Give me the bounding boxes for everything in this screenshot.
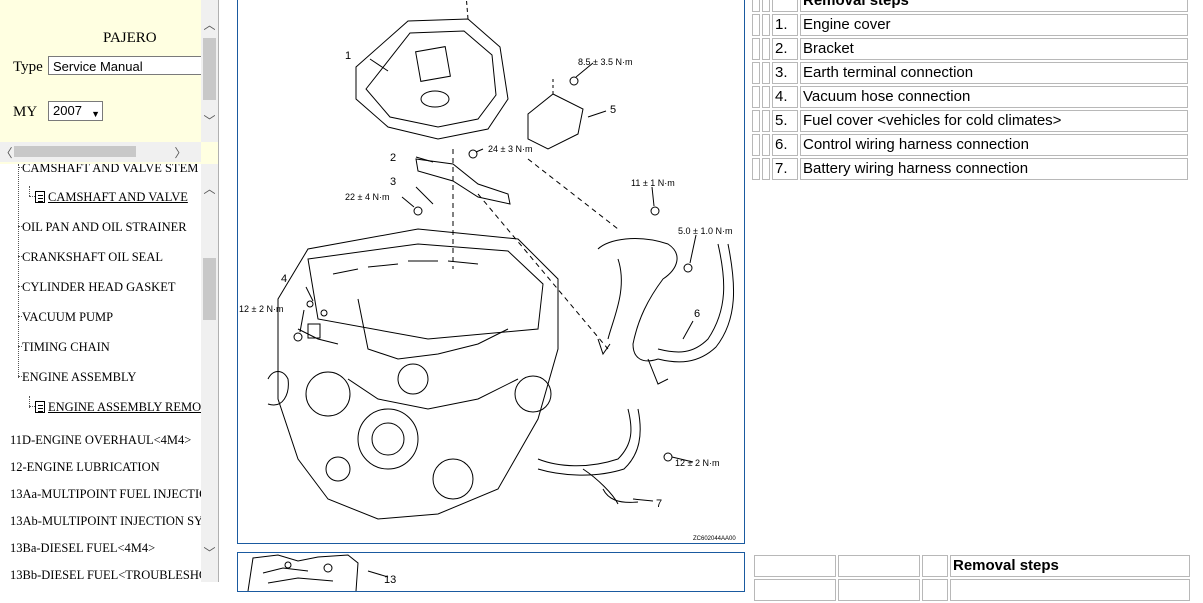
tree-group-engine-overhaul[interactable]: 11D-ENGINE OVERHAUL<4M4>	[10, 433, 192, 447]
tree-scroll-thumb[interactable]	[203, 258, 216, 320]
document-icon	[35, 401, 45, 413]
tree-item-camshaft-valve-stem[interactable]: CAMSHAFT AND VALVE STEM	[18, 164, 198, 176]
type-label: Type	[13, 59, 43, 75]
my-label: MY	[13, 104, 38, 120]
removal-steps-table-2: Removal steps	[752, 553, 1192, 603]
model-title: PAJERO	[103, 30, 157, 46]
step-number: 1.	[772, 14, 798, 36]
callout-4: 4	[281, 273, 287, 285]
removal-steps-header: Removal steps	[950, 555, 1190, 577]
torque-label: 5.0 ± 1.0 N·m	[678, 226, 732, 236]
callout-1: 1	[345, 50, 351, 62]
tree-item-timing-chain[interactable]: TIMING CHAIN	[18, 340, 110, 355]
scroll-left-icon[interactable]: 〈	[0, 146, 13, 160]
table-row: 4.Vacuum hose connection	[752, 86, 1188, 108]
figure-code: ZC602044AA00	[693, 536, 736, 542]
filter-vertical-scrollbar[interactable]: ︿ ﹀	[201, 0, 218, 142]
torque-label: 8.5 ± 3.5 N·m	[578, 57, 632, 67]
table-row: 2.Bracket	[752, 38, 1188, 60]
my-select[interactable]: 2007 ▼	[48, 101, 103, 121]
scroll-down-icon[interactable]: ﹀	[203, 114, 216, 128]
table-row: 6.Control wiring harness connection	[752, 134, 1188, 156]
scroll-down-icon[interactable]: ﹀	[203, 546, 216, 560]
chevron-down-icon: ▼	[91, 109, 100, 119]
table-row: 3.Earth terminal connection	[752, 62, 1188, 84]
table-row: 5.Fuel cover <vehicles for cold climates…	[752, 110, 1188, 132]
step-text: Fuel cover <vehicles for cold climates>	[800, 110, 1188, 132]
step-number: 4.	[772, 86, 798, 108]
removal-steps-table: Removal steps 1.Engine cover 2.Bracket 3…	[750, 0, 1190, 182]
callout-3: 3	[390, 176, 396, 188]
torque-label: 24 ± 3 N·m	[488, 144, 532, 154]
scroll-right-icon[interactable]: 〉	[174, 146, 187, 160]
second-illustration: 13	[247, 554, 396, 591]
step-text: Earth terminal connection	[800, 62, 1188, 84]
step-text: Control wiring harness connection	[800, 134, 1188, 156]
tree-item-vacuum-pump[interactable]: VACUUM PUMP	[18, 310, 113, 325]
tree-item-oil-pan[interactable]: OIL PAN AND OIL STRAINER	[18, 220, 187, 235]
filter-scroll-thumb[interactable]	[203, 38, 216, 100]
removal-steps-header: Removal steps	[800, 0, 1188, 12]
filter-horizontal-scrollbar[interactable]: 〈 〉	[0, 142, 201, 162]
filter-hscroll-thumb[interactable]	[14, 146, 136, 157]
tree-doc-engine-assembly-removal[interactable]: ENGINE ASSEMBLY REMO	[29, 400, 201, 415]
torque-label: 12 ± 2 N·m	[675, 458, 719, 468]
torque-label: 12 ± 2 N·m	[239, 304, 283, 314]
step-text: Engine cover	[800, 14, 1188, 36]
tree-doc-camshaft-valve[interactable]: CAMSHAFT AND VALVE	[29, 190, 188, 205]
step-text: Bracket	[800, 38, 1188, 60]
tree-item-engine-assembly[interactable]: ENGINE ASSEMBLY	[18, 370, 136, 385]
tree-item-cylinder-head-gasket[interactable]: CYLINDER HEAD GASKET	[18, 280, 175, 295]
second-diagram: 13	[237, 552, 745, 592]
callout-13: 13	[384, 574, 396, 586]
tree-group-diesel-fuel-troubleshooting[interactable]: 13Bb-DIESEL FUEL<TROUBLESHO	[10, 568, 208, 582]
callout-2: 2	[390, 152, 396, 164]
tree-group-engine-lubrication[interactable]: 12-ENGINE LUBRICATION	[10, 460, 160, 474]
tree-vertical-scrollbar[interactable]: ︿ ﹀	[201, 164, 218, 582]
type-field[interactable]: Service Manual	[48, 56, 208, 75]
tree-item-crankshaft-oil-seal[interactable]: CRANKSHAFT OIL SEAL	[18, 250, 163, 265]
step-text: Vacuum hose connection	[800, 86, 1188, 108]
scroll-up-icon[interactable]: ︿	[203, 182, 216, 196]
document-icon	[35, 191, 45, 203]
scroll-up-icon[interactable]: ︿	[203, 18, 216, 32]
step-number: 6.	[772, 134, 798, 156]
my-select-value: 2007	[53, 103, 82, 118]
table-row: 7.Battery wiring harness connection	[752, 158, 1188, 180]
tree-group-mpi-system[interactable]: 13Ab-MULTIPOINT INJECTION SY	[10, 514, 204, 528]
step-text: Battery wiring harness connection	[800, 158, 1188, 180]
torque-label: 11 ± 1 N·m	[631, 178, 675, 188]
torque-label: 22 ± 4 N·m	[345, 192, 389, 202]
callout-7: 7	[656, 498, 662, 510]
table-row	[754, 579, 1190, 601]
engine-exploded-diagram: 1 2 3 4 5 6 7 8.5 ± 3.5 N·m 24 ± 3 N·m 2…	[237, 0, 745, 544]
callout-6: 6	[694, 308, 700, 320]
tree-guide-line	[29, 186, 30, 196]
tree-group-mpi-fuel[interactable]: 13Aa-MULTIPOINT FUEL INJECTIO	[10, 487, 209, 501]
tree-group-diesel-fuel[interactable]: 13Ba-DIESEL FUEL<4M4>	[10, 541, 156, 555]
step-number: 7.	[772, 158, 798, 180]
tree-guide-line	[18, 164, 19, 378]
filter-panel: PAJERO Type Service Manual MY 2007 ▼ ︿ ﹀…	[0, 0, 219, 164]
step-number: 5.	[772, 110, 798, 132]
toc-tree: CAMSHAFT AND VALVE STEM CAMSHAFT AND VAL…	[0, 164, 219, 582]
engine-illustration: 1 2 3 4 5 6 7 8.5 ± 3.5 N·m 24 ± 3 N·m 2…	[239, 0, 736, 542]
tree-guide-line	[29, 396, 30, 408]
callout-5: 5	[610, 104, 616, 116]
step-number: 2.	[772, 38, 798, 60]
content-pane: 1 2 3 4 5 6 7 8.5 ± 3.5 N·m 24 ± 3 N·m 2…	[219, 0, 1203, 601]
table-row: Removal steps	[752, 0, 1188, 12]
table-row: Removal steps	[754, 555, 1190, 577]
table-row: 1.Engine cover	[752, 14, 1188, 36]
step-number: 3.	[772, 62, 798, 84]
